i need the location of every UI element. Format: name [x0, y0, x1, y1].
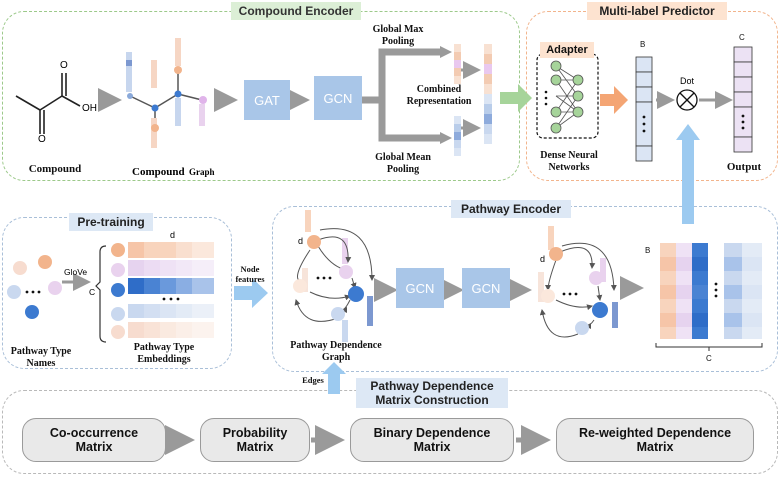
pathway-b-label: B — [645, 246, 651, 255]
atom-o-top: O — [60, 60, 68, 71]
pathway-encoder-title: Pathway Encoder — [451, 200, 571, 218]
step-1-line1: Co-occurrence — [49, 426, 139, 440]
edges-arrow — [322, 362, 346, 394]
compound-encoder-title: Compound Encoder — [231, 2, 361, 20]
pathway-type-name-nodes — [7, 255, 62, 319]
output-vector — [733, 46, 753, 153]
gat-block: GAT — [244, 80, 290, 120]
embeddings-line1: Pathway Type — [133, 342, 195, 353]
node-features-line2: features — [235, 274, 265, 284]
node-features-arrow — [234, 278, 268, 308]
predictor-c-label: C — [739, 33, 745, 42]
dnn-line2: Networks — [548, 162, 590, 173]
compound-graph-label-main: Compound — [132, 166, 185, 178]
matrix-construction-title-line1: Pathway Dependence — [370, 379, 494, 393]
pathway-gcn-block-2: GCN — [462, 268, 510, 308]
step-2-line1: Probability — [222, 426, 288, 440]
matrix-construction-title: Pathway Dependence Matrix Construction — [356, 378, 508, 408]
atom-o-bottom: O — [38, 134, 46, 145]
dnn-line1: Dense Neural — [540, 150, 598, 161]
step-3-line2: Matrix — [413, 440, 451, 454]
pretraining-title: Pre-training — [69, 213, 153, 231]
pathway-c-label: C — [706, 354, 712, 363]
graph-line2: Graph — [321, 352, 351, 363]
b-vector — [635, 56, 653, 162]
multi-label-predictor-title: Multi-label Predictor — [587, 2, 727, 20]
global-max-pooling-line2: Pooling — [381, 36, 415, 47]
combined-representation-label: Combined Representation — [394, 84, 484, 108]
green-arrow — [500, 84, 532, 112]
molecule-structure — [15, 73, 81, 134]
max-pool-vector — [454, 44, 461, 84]
dot-product-icon — [676, 89, 698, 111]
embedding-matrix — [128, 242, 214, 338]
atom-oh: OH — [82, 103, 97, 114]
pathway-row-arrows — [374, 276, 644, 302]
compound-label: Compound — [28, 163, 82, 175]
node-features-label: Node features — [232, 264, 268, 284]
orange-arrow — [600, 86, 628, 114]
predictor-b-label: B — [640, 40, 646, 49]
step-3-line1: Binary Dependence — [373, 426, 491, 440]
names-line2: Names — [26, 358, 56, 369]
dense-neural-network — [536, 53, 599, 139]
pathway-d-label-1: d — [298, 236, 304, 246]
dense-neural-networks-label: Dense Neural Networks — [534, 150, 604, 174]
pathway-type-embeddings-label: Pathway Type Embeddings — [122, 342, 206, 366]
global-max-pooling-label: Global Max Pooling — [360, 24, 436, 48]
global-max-pooling-line1: Global Max — [372, 24, 424, 35]
global-mean-pooling-label: Global Mean Pooling — [360, 152, 446, 176]
combined-representation-line2: Representation — [406, 96, 472, 107]
pretraining-c-label: C — [89, 287, 96, 297]
compound-graph — [126, 38, 207, 148]
pathway-type-names-label: Pathway Type Names — [6, 346, 76, 370]
upward-blue-arrow — [676, 124, 700, 224]
compound-gcn-block: GCN — [314, 76, 362, 120]
combined-representation-line1: Combined — [416, 84, 462, 95]
pathway-dependence-graph-label: Pathway Dependence Graph — [276, 340, 396, 364]
dot-label: Dot — [680, 76, 695, 86]
embedding-nodes — [111, 243, 125, 339]
pretraining-d-label: d — [170, 230, 176, 240]
step-4-line1: Re-weighted Dependence — [578, 426, 732, 440]
step-2-line2: Matrix — [236, 440, 274, 454]
step-4-line2: Matrix — [636, 440, 674, 454]
graph-line1: Pathway Dependence — [290, 340, 382, 351]
node-features-line1: Node — [240, 264, 260, 274]
embeddings-line2: Embeddings — [137, 354, 191, 365]
edges-label: Edges — [302, 375, 324, 385]
global-mean-pooling-line2: Pooling — [386, 164, 420, 175]
step-1-line2: Matrix — [75, 440, 113, 454]
combined-vector — [484, 44, 492, 144]
adapter-label: Adapter — [540, 42, 594, 58]
glove-label: GloVe — [64, 267, 88, 277]
pathway-d-label-2: d — [540, 254, 546, 264]
pathway-dependence-graph-1 — [293, 210, 375, 342]
pathway-gcn-block-1: GCN — [396, 268, 444, 308]
global-mean-pooling-line1: Global Mean — [375, 152, 431, 163]
compound-graph-label-sub: Graph — [189, 167, 215, 177]
names-line1: Pathway Type — [10, 346, 72, 357]
pathway-matrix — [655, 243, 763, 351]
mean-pool-vector — [454, 116, 461, 156]
pooling-arrows — [362, 46, 481, 144]
matrix-construction-title-line2: Matrix Construction — [375, 393, 489, 407]
output-label: Output — [726, 161, 762, 173]
compound-graph-label: Compound Graph — [132, 162, 232, 180]
pathway-dependence-graph-2 — [538, 226, 618, 338]
